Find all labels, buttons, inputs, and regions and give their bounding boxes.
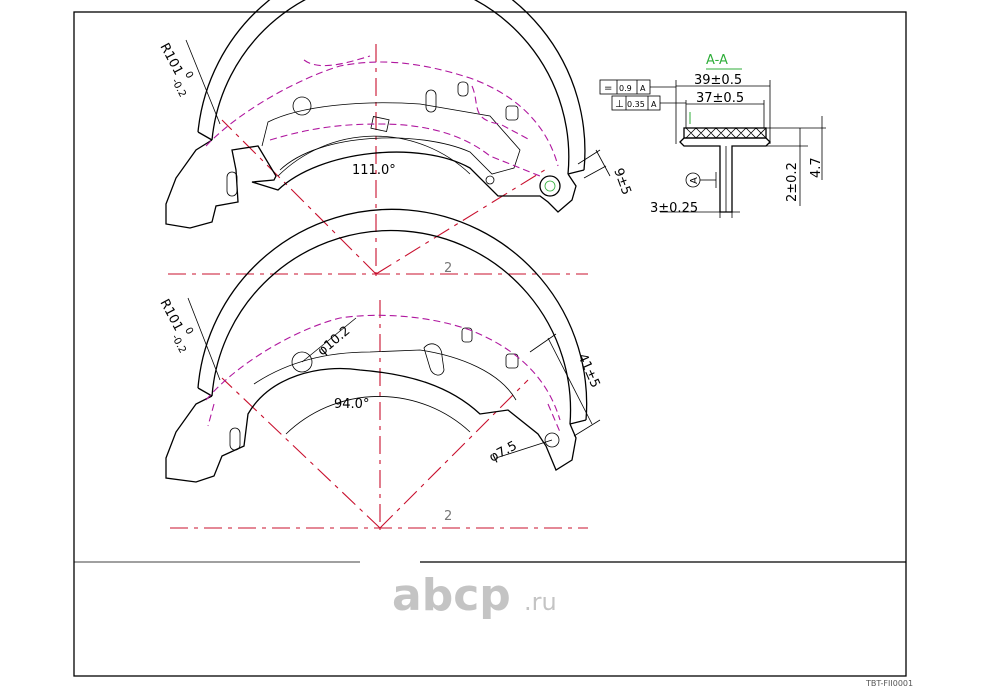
top-shoe-rib xyxy=(261,102,521,175)
top-lining-outer-arc xyxy=(197,0,586,171)
top-slot-left xyxy=(226,171,238,197)
bottom-radius-centerline-right xyxy=(379,379,529,529)
total-height-dim: 4.7 xyxy=(809,157,824,178)
web-thickness-dim: 3±0.25 xyxy=(650,201,698,216)
tolerance-1-symbol: = xyxy=(604,83,612,94)
bottom-shoe-web xyxy=(165,367,577,483)
section-title: A-A xyxy=(706,53,728,68)
bottom-small-hole-dim: φ7.5 xyxy=(487,439,520,466)
bottom-hole-large xyxy=(291,351,313,373)
datum-label: A xyxy=(689,177,700,184)
bottom-part-mark: 2 xyxy=(444,509,452,524)
top-lining-outline xyxy=(205,55,559,167)
bottom-angle-label: 94.0° xyxy=(334,397,369,412)
top-shoe-web xyxy=(165,139,577,229)
top-radius-upper-tol: 0 xyxy=(182,70,195,81)
bottom-radius-label: R101 xyxy=(156,297,185,334)
bottom-lining-inner-arc xyxy=(211,229,572,425)
bottom-width-dim: 41±5 xyxy=(574,352,602,391)
bottom-angle-arc xyxy=(285,396,471,435)
top-hole-1 xyxy=(292,96,312,116)
tolerance-2-value: 0.35 xyxy=(627,100,645,109)
bottom-lining-outer-arc xyxy=(197,208,588,421)
section-view: A-A = 0.9 A ⊥ 0.35 A 39±0.5 37±0.5 xyxy=(599,53,826,218)
bottom-radius-centerline-left xyxy=(221,377,381,529)
table-thickness-dim: 2±0.2 xyxy=(785,162,800,202)
bottom-hole-dim: φ10.2 xyxy=(315,323,353,359)
top-slot-center xyxy=(425,89,437,113)
top-radius-centerline-right xyxy=(375,167,549,275)
top-angle-label: 111.0° xyxy=(352,163,396,178)
top-radius-centerline-left xyxy=(221,119,377,275)
top-angle-arc xyxy=(277,135,471,177)
drawing-code: TBT-FII0001 xyxy=(865,679,913,688)
top-lining-inner-arc xyxy=(211,0,570,175)
drawing-frame xyxy=(73,11,907,677)
top-part-mark: 2 xyxy=(444,261,452,276)
top-pivot-hole xyxy=(539,175,561,197)
top-slot-right xyxy=(457,81,469,97)
tolerance-1-datum: A xyxy=(640,84,646,93)
tolerance-1-value: 0.9 xyxy=(619,84,632,93)
tolerance-2-datum: A xyxy=(651,100,657,109)
bottom-slot-center xyxy=(423,343,445,376)
bottom-slot-right xyxy=(461,327,473,343)
watermark-suffix: .ru xyxy=(524,588,557,616)
lining-width-dim: 37±0.5 xyxy=(696,91,744,106)
top-brake-shoe: 111.0° 2 R101 0 -0.2 9±5 xyxy=(156,0,634,276)
overall-width-dim: 39±0.5 xyxy=(694,73,742,88)
top-radius-label: R101 xyxy=(156,41,185,78)
bottom-lining-outline xyxy=(205,314,561,421)
bottom-slot-left xyxy=(229,427,241,451)
watermark: abcp .ru xyxy=(392,570,557,621)
shoe-table-section xyxy=(679,137,771,213)
tolerance-2-symbol: ⊥ xyxy=(615,99,624,110)
bottom-shoe-rib xyxy=(253,349,517,401)
lining-hatch xyxy=(685,127,767,139)
top-width-dim: 9±5 xyxy=(610,166,633,197)
bottom-brake-shoe: 94.0° 2 φ10.2 φ7.5 R101 0 -0.2 41±5 xyxy=(156,208,603,530)
bottom-hole-small xyxy=(544,432,560,448)
bottom-radius-upper-tol: 0 xyxy=(182,326,195,337)
watermark-brand: abcp xyxy=(392,570,511,621)
